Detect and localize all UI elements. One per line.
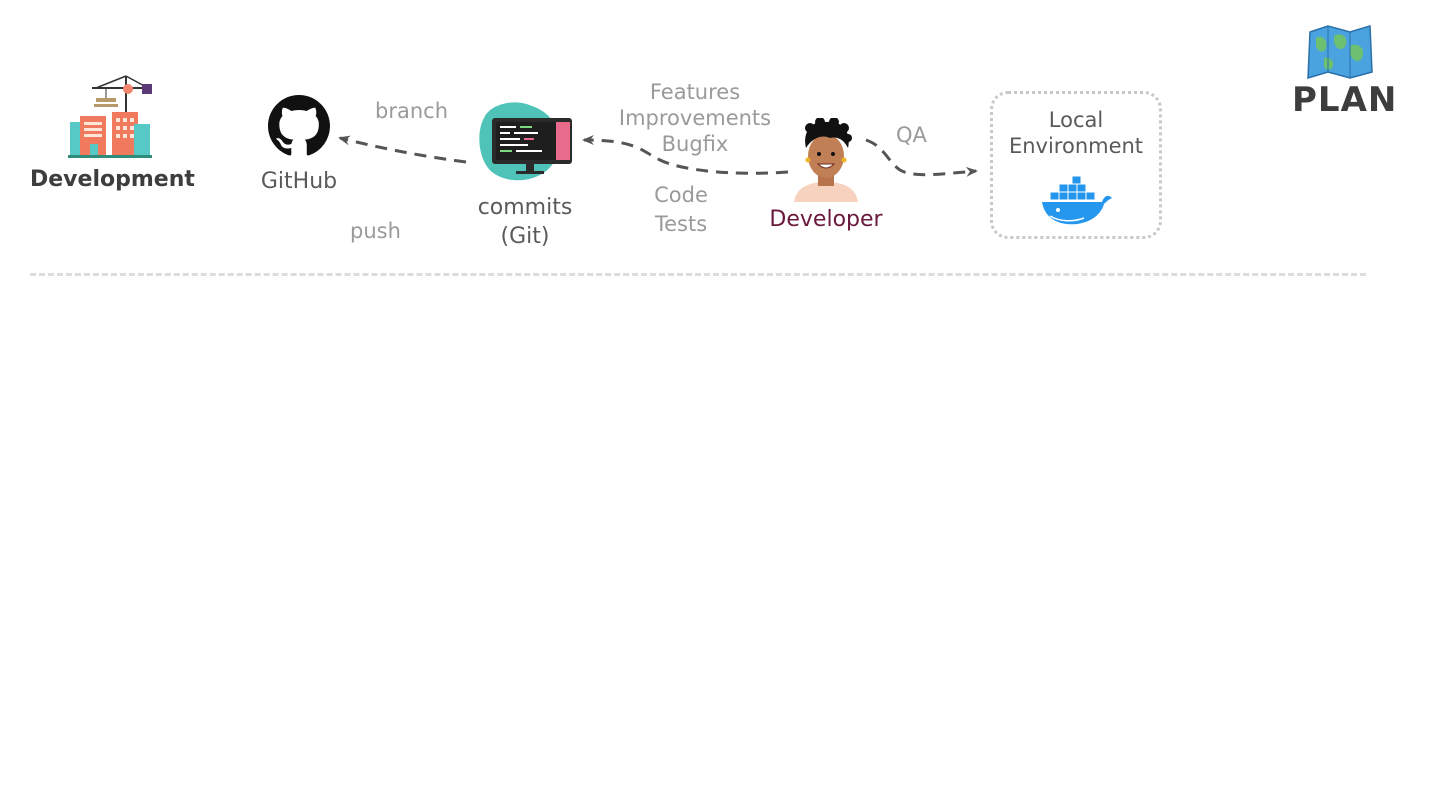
flow-arrows <box>338 135 978 177</box>
section-divider <box>30 273 1366 276</box>
features-label-line2: Improvements <box>618 106 772 130</box>
developer-avatar-icon <box>790 117 862 206</box>
docker-whale-icon <box>1040 172 1114 228</box>
monitor-code-icon <box>476 100 576 184</box>
code-label-line1: Code <box>654 183 708 207</box>
arrow-commits-to-github <box>338 135 467 164</box>
features-label-line1: Features <box>649 80 741 104</box>
local-environment-box <box>990 91 1162 239</box>
features-label-line3: Bugfix <box>661 132 729 156</box>
arrow-developer-to-commits <box>582 135 789 175</box>
local-env-label-line2: Environment <box>1008 134 1144 158</box>
github-label: GitHub <box>260 169 338 194</box>
code-label-line2: Tests <box>654 212 708 236</box>
map-icon <box>1306 24 1374 80</box>
phase-title: PLAN <box>1292 80 1398 120</box>
github-icon <box>268 95 330 157</box>
development-icon <box>66 72 154 160</box>
local-env-label-line1: Local <box>1048 108 1104 132</box>
branch-label: branch <box>375 99 448 123</box>
qa-label: QA <box>896 123 927 147</box>
push-label: push <box>350 219 401 243</box>
developer-label: Developer <box>769 207 883 232</box>
commits-label-line2: (Git) <box>500 224 550 249</box>
commits-label-line1: commits <box>477 195 573 220</box>
arrow-developer-to-local-env <box>865 138 978 177</box>
section-label: Development <box>30 167 195 192</box>
